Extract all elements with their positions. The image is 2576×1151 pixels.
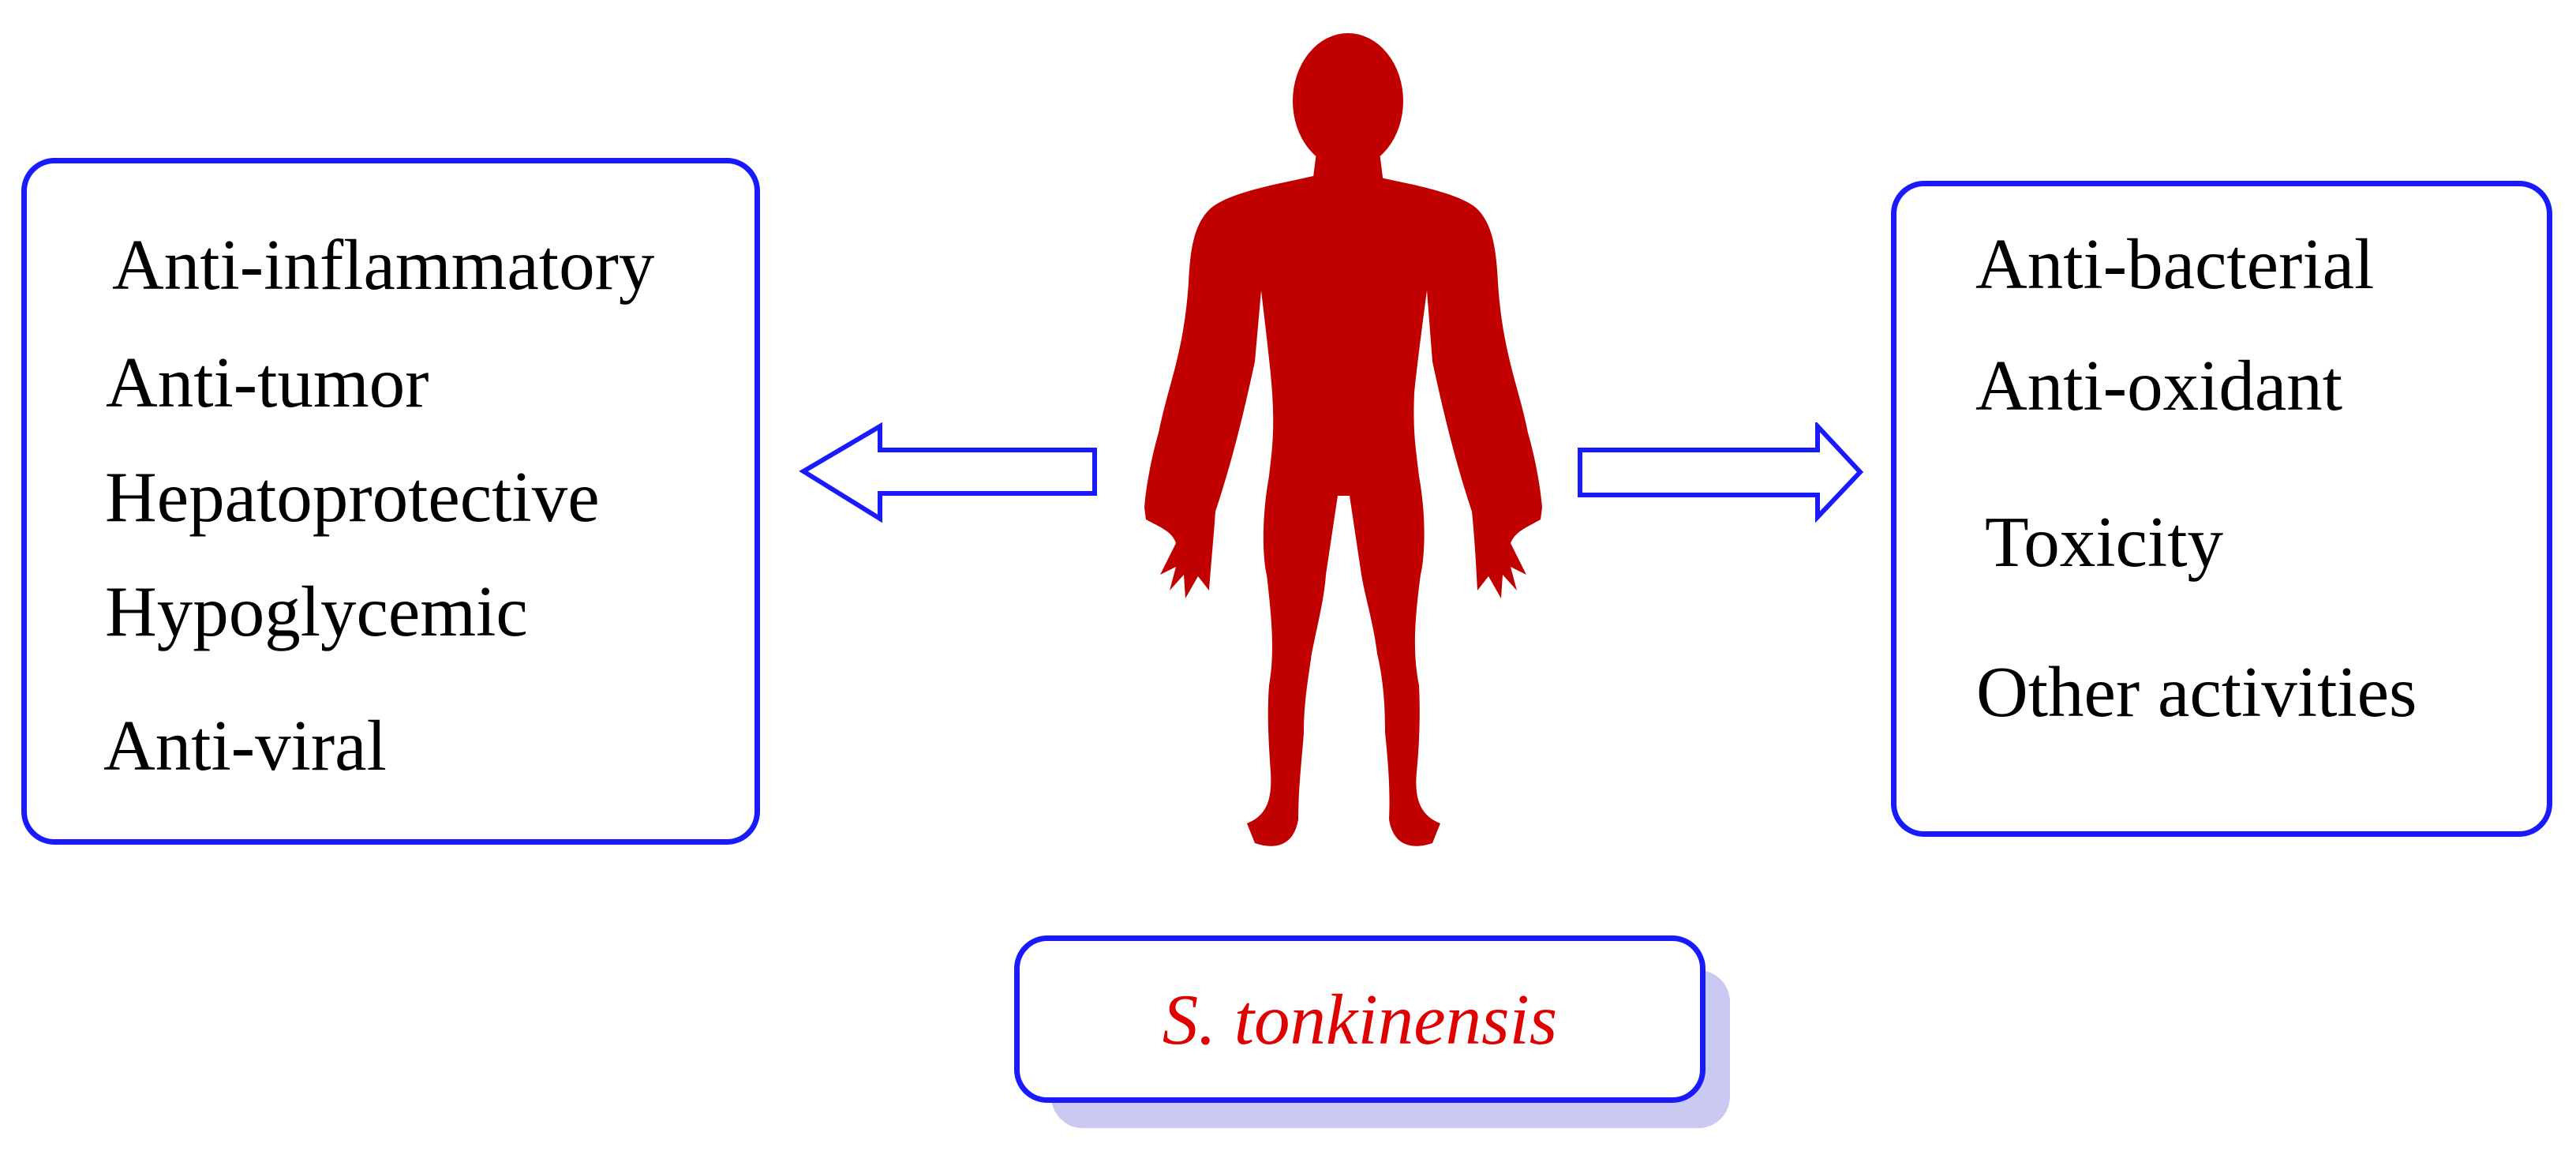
right-activities-box: Anti-bacterial Anti-oxidant Toxicity Oth…	[1891, 181, 2552, 837]
left-item-anti-inflammatory: Anti-inflammatory	[112, 225, 655, 305]
right-item-toxicity: Toxicity	[1985, 502, 2223, 582]
left-item-hepatoprotective: Hepatoprotective	[105, 457, 600, 537]
right-item-other-activities: Other activities	[1976, 652, 2417, 732]
left-activities-box: Anti-inflammatory Anti-tumor Hepatoprote…	[21, 158, 760, 845]
left-item-anti-viral: Anti-viral	[103, 706, 387, 785]
human-body-silhouette-icon	[1144, 33, 1542, 846]
species-label-box: S. tonkinensis	[1014, 935, 1705, 1103]
left-item-anti-tumor: Anti-tumor	[106, 343, 429, 422]
right-item-anti-bacterial: Anti-bacterial	[1975, 224, 2375, 304]
left-item-hypoglycemic: Hypoglycemic	[105, 572, 528, 651]
right-item-anti-oxidant: Anti-oxidant	[1975, 346, 2343, 426]
species-label: S. tonkinensis	[1162, 979, 1558, 1059]
left-arrow-icon	[799, 422, 1097, 523]
right-arrow-icon	[1578, 422, 1864, 523]
